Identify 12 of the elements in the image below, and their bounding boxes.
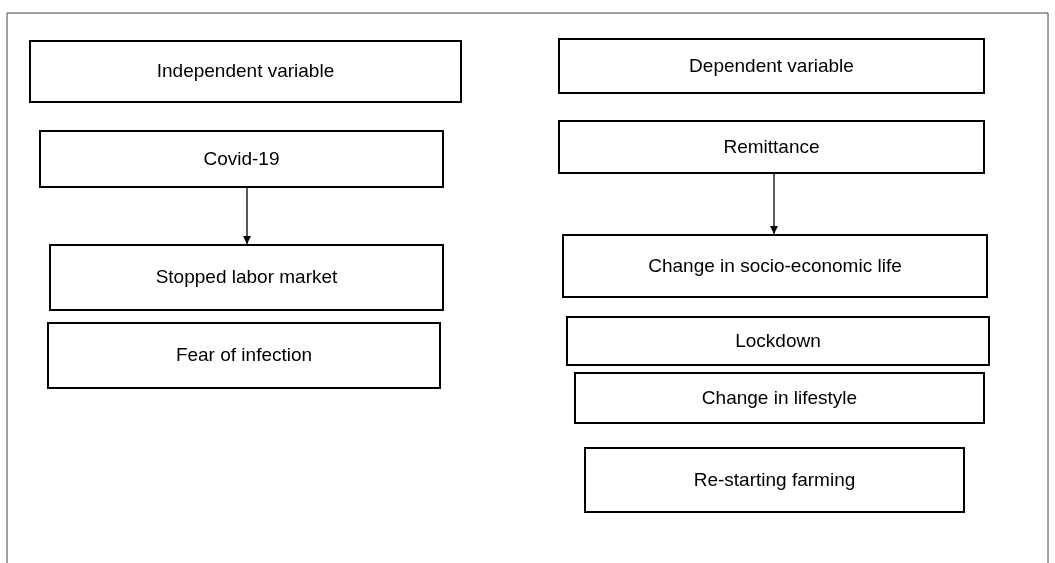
text-box: Fear of infection (47, 322, 441, 389)
text-box: Stopped labor market (49, 244, 444, 311)
text-box: Dependent variable (558, 38, 985, 94)
text-box: Remittance (558, 120, 985, 174)
arrow (770, 173, 778, 235)
text-box: Change in lifestyle (574, 372, 985, 424)
text-box: Covid-19 (39, 130, 444, 188)
text-box: Independent variable (29, 40, 462, 103)
text-box: Re-starting farming (584, 447, 965, 513)
text-box: Change in socio-economic life (562, 234, 988, 298)
text-box: Lockdown (566, 316, 990, 366)
arrow (243, 187, 251, 245)
